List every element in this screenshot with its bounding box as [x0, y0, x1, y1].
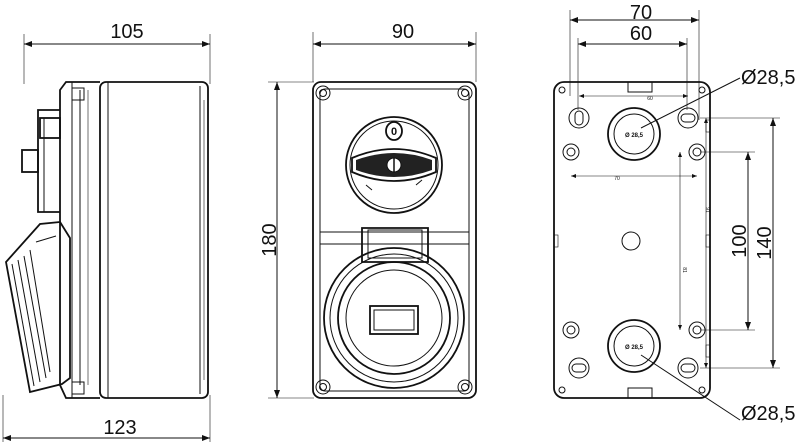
socket-detail [11, 263, 35, 387]
knockout-label-bottom: Ø 28,5 [625, 345, 644, 351]
socket-detail [23, 255, 47, 379]
angled-socket [5, 221, 71, 394]
corner-mark [698, 386, 706, 394]
screw-head [71, 87, 85, 101]
corner-mark [558, 386, 566, 394]
screw-icon [315, 85, 331, 101]
socket-ring-outer [323, 247, 465, 389]
dimension-label-123: 123 [103, 417, 136, 439]
dimension-label-70: 70 [630, 2, 652, 24]
dimension-label-105: 105 [110, 21, 143, 43]
socket-face [345, 269, 443, 367]
screw-head [71, 381, 85, 395]
socket-detail [35, 235, 57, 243]
switch-off-marker [385, 121, 403, 141]
socket-ring [329, 253, 459, 383]
rotary-switch: 0 [345, 116, 443, 214]
switch-handle-bar [351, 148, 437, 182]
socket-ring-inner [337, 261, 451, 375]
front-housing [312, 81, 477, 399]
socket-detail [29, 249, 51, 373]
leader-line [640, 77, 741, 129]
housing-notch [553, 234, 559, 248]
mounting-hole-icon [562, 321, 580, 339]
dimension-label-100: 100 [729, 224, 751, 257]
mounting-slot-icon [677, 357, 699, 379]
socket-lid-hinge [361, 227, 429, 263]
socket-lid-hinge-inner [367, 229, 423, 259]
switch-handle [21, 149, 39, 173]
switch-knob [37, 109, 60, 213]
corner-mark [698, 86, 706, 94]
socket-window [369, 305, 419, 335]
side-view: 105 123 [2, 21, 211, 442]
back-view: 70 60 Ø28,5 Ø28,5 100 140 [553, 2, 795, 425]
knockout-label-top: Ø 28,5 [625, 133, 644, 139]
dimension-label-hole-top: Ø28,5 [741, 67, 795, 89]
dimension-label-hole-bottom: Ø28,5 [741, 403, 795, 425]
socket-detail [17, 259, 41, 383]
mounting-hole-icon [688, 321, 706, 339]
corner-mark [558, 86, 566, 94]
housing-body [99, 81, 209, 399]
internal-label-81: 81 [681, 267, 687, 273]
leader-line [640, 354, 741, 421]
mounting-slot-icon [568, 107, 590, 129]
internal-label-60: 60 [647, 96, 653, 102]
switch-grip [39, 117, 61, 139]
dimension-label-180: 180 [259, 223, 281, 256]
front-view: 90 180 [259, 21, 477, 399]
center-knockout [621, 231, 641, 251]
screw-icon [457, 85, 473, 101]
socket-window-inner [373, 309, 415, 331]
mounting-slot-icon [677, 107, 699, 129]
cable-knockout-top: Ø 28,5 [607, 107, 661, 161]
dimension-label-140: 140 [754, 226, 776, 259]
socket-outlet [323, 227, 465, 389]
switch-off-label: 0 [391, 126, 397, 138]
internal-label-91: 91 [704, 207, 710, 213]
dimension-label-90: 90 [392, 21, 414, 43]
screw-icon [457, 379, 473, 395]
dimension-label-60: 60 [630, 23, 652, 45]
housing-tab [627, 387, 653, 398]
screw-icon [315, 379, 331, 395]
front-housing-inner [319, 88, 470, 392]
switch-arrows [365, 179, 423, 191]
mounting-slot-icon [568, 357, 590, 379]
mounting-hole-icon [688, 143, 706, 161]
housing-tab [627, 82, 653, 93]
cable-knockout-bottom: Ø 28,5 [607, 319, 661, 373]
mounting-hole-icon [562, 143, 580, 161]
internal-label-70: 70 [614, 176, 620, 182]
